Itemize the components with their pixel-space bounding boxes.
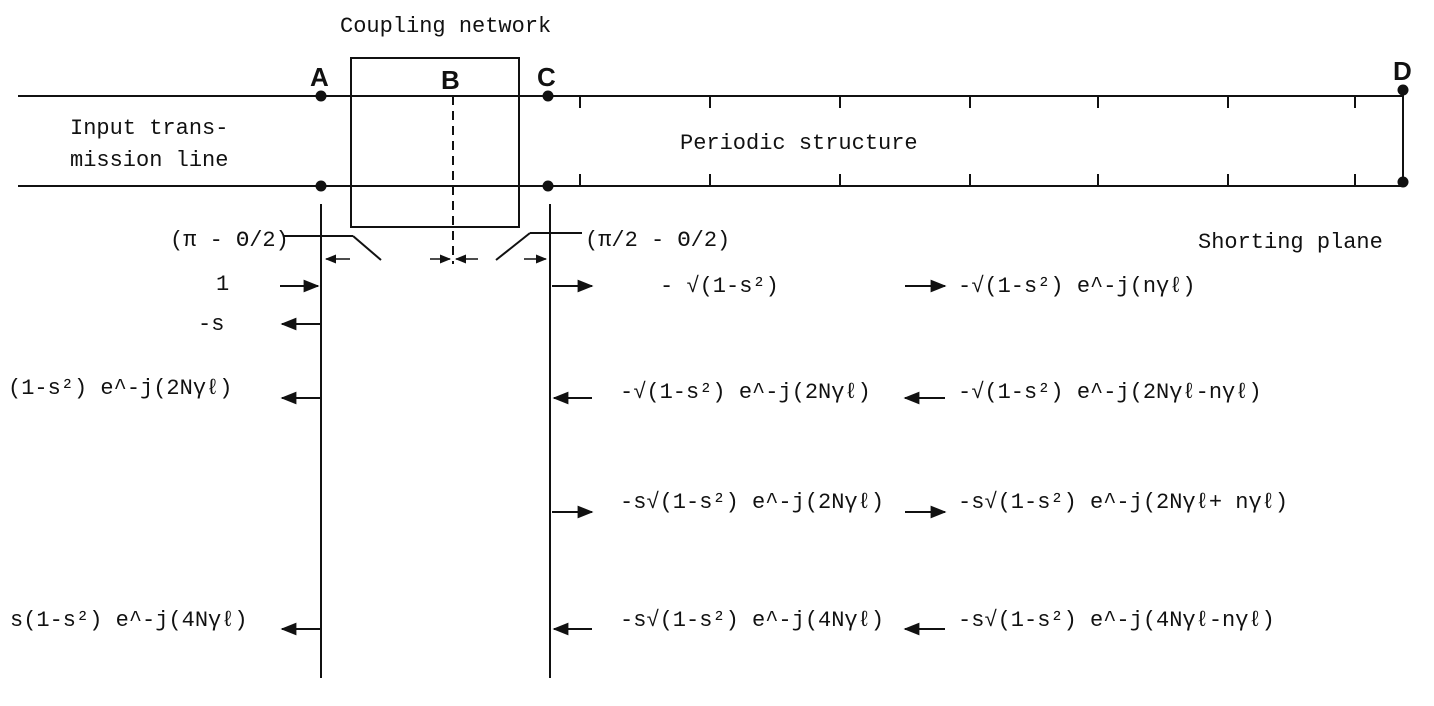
forward-wave-2: -s√(1-s²) e^-j(2Nγℓ+ nγℓ): [958, 490, 1289, 515]
wave-at-c-2: -s√(1-s²) e^-j(4Nγℓ): [620, 608, 885, 633]
point-b-label: B: [441, 65, 460, 95]
angle-left-label: (π - Θ/2): [170, 228, 289, 253]
incident-wave: 1: [216, 272, 230, 297]
angle-right-slope: [495, 232, 531, 261]
shorting-plane-label: Shorting plane: [1198, 230, 1383, 255]
point-a-label: A: [310, 62, 329, 92]
reflected-wave: -s: [198, 312, 225, 337]
junction-dot: [1397, 176, 1409, 188]
wave-at-c-1: -√(1-s²) e^-j(2Nγℓ): [620, 380, 871, 405]
input-line-label-2: mission line: [70, 148, 229, 173]
junction-dot: [315, 180, 327, 192]
junction-dot: [315, 90, 327, 102]
returned-wave-1: (1-s²) e^-j(2Nγℓ): [8, 376, 233, 401]
point-c-label: C: [537, 62, 556, 92]
junction-dot: [542, 180, 554, 192]
point-d-label: D: [1393, 56, 1412, 86]
input-line-label-1: Input trans-: [70, 116, 229, 141]
returned-wave-2: s(1-s²) e^-j(4Nγℓ): [10, 608, 248, 633]
junction-dot: [1397, 84, 1409, 96]
periodic-structure-label: Periodic structure: [680, 131, 918, 156]
coupling-network-box: [350, 57, 520, 228]
angle-left-slope: [352, 235, 382, 261]
transmitted-wave-1: - √(1-s²): [660, 274, 779, 299]
back-wave-2: -s√(1-s²) e^-j(4Nγℓ-nγℓ): [958, 608, 1275, 633]
wave-at-d: -√(1-s²) e^-j(nγℓ): [958, 274, 1196, 299]
angle-right-label: (π/2 - Θ/2): [585, 228, 731, 253]
reincident-wave: -s√(1-s²) e^-j(2Nγℓ): [620, 490, 885, 515]
back-wave-1: -√(1-s²) e^-j(2Nγℓ-nγℓ): [958, 380, 1262, 405]
diagram-title: Coupling network: [340, 14, 552, 39]
junction-dot: [542, 90, 554, 102]
